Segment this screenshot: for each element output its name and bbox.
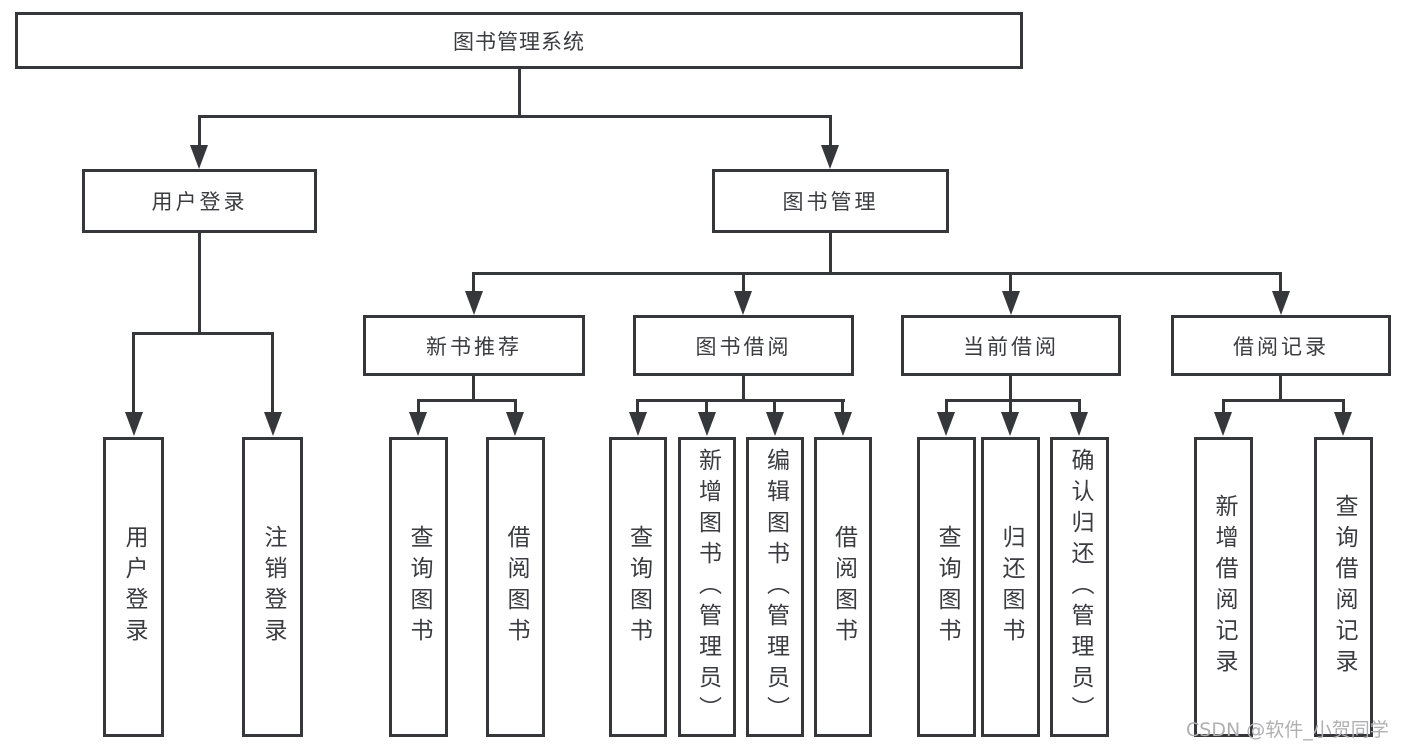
- connector-root-rail: [198, 115, 832, 118]
- connector-drop-cb-query: [945, 399, 948, 414]
- connector-drop-login-leaf: [132, 332, 135, 414]
- node-label: 图书管理: [782, 190, 879, 214]
- connector-drop-nb-borrow: [514, 399, 517, 414]
- connector-drop-bb-edit: [773, 399, 776, 414]
- leaf-bb-add-books-admin: 新增图书（管理员）: [678, 437, 736, 737]
- arrowhead-cb-return: [1001, 412, 1019, 436]
- connector-drop-cb-return: [1009, 399, 1012, 414]
- arrowhead-book-borrow: [734, 291, 752, 315]
- connector-book-borrow-stem: [742, 374, 745, 401]
- arrowhead-bb-add: [698, 412, 716, 436]
- connector-new-book-rail: [417, 399, 517, 402]
- leaf-label: 用户登录: [121, 525, 147, 649]
- arrowhead-cb-confirm: [1070, 412, 1088, 436]
- node-borrow-records: 借阅记录: [1171, 315, 1391, 376]
- leaf-nb-query-books: 查询图书: [389, 437, 448, 737]
- node-label: 图书管理系统: [453, 29, 585, 54]
- leaf-label: 编辑图书（管理员）: [762, 447, 789, 727]
- arrowhead-bb-query: [629, 412, 647, 436]
- node-book-management: 图书管理: [712, 169, 949, 233]
- leaf-label: 归还图书: [998, 525, 1024, 649]
- node-label: 新书推荐: [426, 334, 522, 359]
- connector-current-borrow-rail: [945, 399, 1081, 402]
- connector-drop-cb-confirm: [1078, 399, 1081, 414]
- leaf-label: 借阅图书: [830, 525, 857, 649]
- connector-current-borrow-stem: [1009, 374, 1012, 401]
- connector-book-management-rail: [472, 272, 1282, 275]
- node-label: 借阅记录: [1233, 334, 1329, 359]
- node-label: 当前借阅: [963, 334, 1059, 359]
- node-new-book-recommend: 新书推荐: [363, 315, 585, 376]
- leaf-label: 注销登录: [260, 525, 286, 649]
- leaf-bb-edit-books-admin: 编辑图书（管理员）: [746, 437, 804, 737]
- arrowhead-bb-borrow: [834, 412, 852, 436]
- arrowhead-br-add: [1214, 412, 1232, 436]
- node-book-borrow: 图书借阅: [633, 315, 854, 376]
- connector-drop-nb-query: [417, 399, 420, 414]
- arrowhead-nb-query: [409, 412, 427, 436]
- connector-book-borrow-rail: [636, 399, 845, 402]
- arrowhead-logout-leaf: [264, 412, 282, 436]
- connector-new-book-stem: [472, 374, 475, 401]
- connector-drop-br-query: [1342, 399, 1345, 414]
- connector-borrow-records-stem: [1279, 374, 1282, 401]
- leaf-bb-query-books: 查询图书: [609, 437, 667, 737]
- leaf-label: 新增图书（管理员）: [694, 447, 721, 727]
- connector-borrow-records-rail: [1222, 399, 1345, 402]
- arrowhead-br-query: [1334, 412, 1352, 436]
- leaf-user-login: 用户登录: [103, 437, 164, 737]
- arrowhead-user-login: [190, 145, 208, 169]
- leaf-br-add-record: 新增借阅记录: [1194, 437, 1253, 737]
- leaf-nb-borrow-books: 借阅图书: [486, 437, 545, 737]
- leaf-label: 查询图书: [625, 525, 652, 649]
- connector-drop-bb-add: [705, 399, 708, 414]
- connector-drop-book-borrow: [742, 272, 745, 294]
- arrowhead-nb-borrow: [506, 412, 524, 436]
- leaf-br-query-record: 查询借阅记录: [1314, 437, 1373, 737]
- leaf-label: 查询借阅记录: [1331, 494, 1357, 680]
- connector-drop-br-add: [1222, 399, 1225, 414]
- leaf-logout: 注销登录: [242, 437, 303, 737]
- connector-drop-logout-leaf: [271, 332, 274, 414]
- arrowhead-cb-query: [937, 412, 955, 436]
- arrowhead-new-book: [465, 291, 483, 315]
- leaf-label: 新增借阅记录: [1211, 494, 1237, 680]
- connector-drop-bb-query: [636, 399, 639, 414]
- connector-root-stem: [518, 69, 521, 117]
- arrowhead-bb-edit: [766, 412, 784, 436]
- leaf-bb-borrow-books: 借阅图书: [814, 437, 872, 737]
- arrowhead-login-leaf: [125, 412, 143, 436]
- node-label: 图书借阅: [695, 334, 792, 359]
- node-current-borrow: 当前借阅: [901, 315, 1121, 376]
- connector-drop-bb-borrow: [841, 399, 844, 414]
- leaf-cb-query-books: 查询图书: [917, 437, 976, 737]
- connector-drop-new-book: [472, 272, 475, 294]
- csdn-watermark: CSDN @软件_小贺同学: [1186, 719, 1389, 741]
- leaf-label: 确认归还（管理员）: [1067, 447, 1093, 727]
- leaf-cb-confirm-return-admin: 确认归还（管理员）: [1050, 437, 1109, 737]
- leaf-label: 查询图书: [406, 525, 432, 649]
- connector-drop-borrow-records: [1279, 272, 1282, 294]
- connector-drop-user-login: [198, 115, 201, 148]
- arrowhead-borrow-records: [1272, 291, 1290, 315]
- leaf-cb-return-books: 归还图书: [981, 437, 1040, 737]
- connector-drop-book-management: [829, 115, 832, 148]
- node-label: 用户登录: [151, 190, 248, 214]
- arrowhead-book-management: [821, 145, 839, 169]
- arrowhead-current-borrow: [1002, 291, 1020, 315]
- connector-user-login-rail: [132, 332, 274, 335]
- connector-drop-current-borrow: [1009, 272, 1012, 294]
- leaf-label: 借阅图书: [503, 525, 529, 649]
- node-library-management-system: 图书管理系统: [15, 12, 1023, 69]
- connector-book-management-stem: [829, 232, 832, 274]
- node-user-login: 用户登录: [82, 169, 317, 233]
- connector-user-login-stem: [198, 233, 201, 334]
- leaf-label: 查询图书: [934, 525, 960, 649]
